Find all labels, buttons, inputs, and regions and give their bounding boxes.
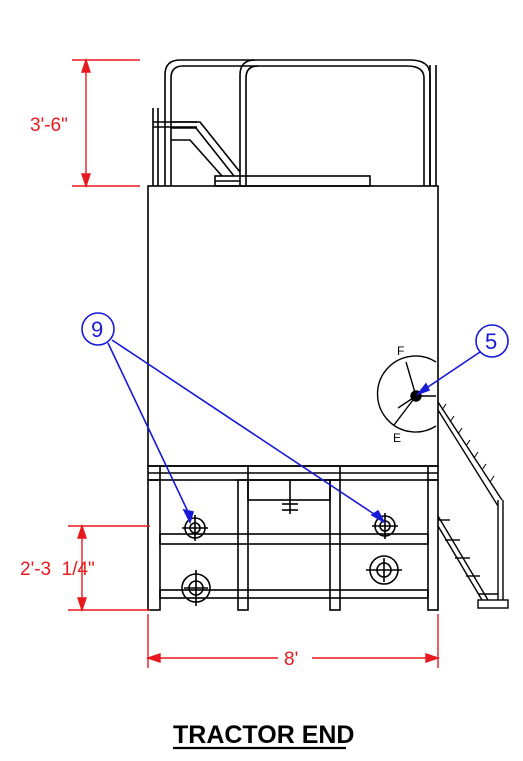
top-railing	[152, 59, 437, 187]
level-gauge	[376, 355, 437, 433]
dim-railing-height-label: 3'-6"	[30, 115, 68, 136]
callout-9	[81, 312, 387, 525]
gauge-full-label: F	[397, 344, 404, 358]
dim-base-height-label: 2'-3 1/4"	[20, 559, 95, 580]
callout-5	[415, 324, 509, 396]
dim-railing-height	[72, 57, 140, 189]
callout-9-label: 9	[91, 317, 103, 342]
dim-width-label-mask	[278, 646, 312, 668]
base-frame	[147, 465, 439, 611]
callout-5-label: 5	[485, 329, 497, 354]
side-stairs	[437, 401, 509, 609]
dim-width-label: 8'	[284, 649, 298, 670]
nozzle-lower-left	[181, 570, 211, 606]
drawing-title: TRACTOR END	[173, 721, 354, 749]
stair-hatching	[441, 403, 495, 483]
dim-base-height	[68, 523, 150, 613]
nozzle-upper-left	[182, 515, 208, 541]
nozzle-upper-right	[372, 513, 398, 539]
gauge-empty-label: E	[393, 431, 401, 445]
nozzle-lower-right	[366, 555, 402, 585]
